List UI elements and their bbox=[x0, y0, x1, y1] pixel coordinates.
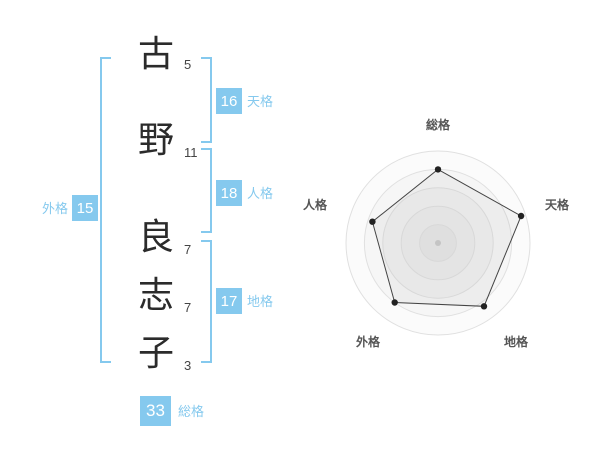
soukaku-value-badge: 33 bbox=[140, 396, 171, 426]
tenkaku-value-badge: 16 bbox=[216, 88, 242, 114]
radar-axis-label-chikaku: 地格 bbox=[504, 335, 529, 349]
jinkaku-bracket bbox=[201, 148, 212, 233]
jinkaku-value-badge: 18 bbox=[216, 180, 242, 206]
radar-axis-label-jinkaku: 人格 bbox=[303, 198, 328, 212]
gaikaku-label: 外格 bbox=[42, 201, 69, 216]
stroke-count: 11 bbox=[184, 145, 198, 160]
stroke-count: 5 bbox=[184, 57, 192, 72]
jinkaku-label: 人格 bbox=[247, 186, 274, 201]
chikaku-label: 地格 bbox=[247, 294, 274, 309]
radar-chart bbox=[345, 150, 531, 336]
gaikaku-bracket bbox=[100, 57, 111, 363]
soukaku-label: 総格 bbox=[178, 404, 205, 419]
name-char: 志 bbox=[137, 274, 174, 315]
stroke-count: 7 bbox=[184, 242, 192, 257]
tenkaku-label: 天格 bbox=[247, 94, 274, 109]
chikaku-value-badge: 17 bbox=[216, 288, 242, 314]
name-char: 良 bbox=[137, 216, 174, 257]
tenkaku-bracket bbox=[201, 57, 212, 143]
name-char: 野 bbox=[137, 119, 174, 160]
radar-axis-label-gaikaku: 外格 bbox=[356, 335, 381, 349]
stroke-count: 7 bbox=[184, 300, 192, 315]
radar-axis-label-tenkaku: 天格 bbox=[545, 198, 570, 212]
radar-axis-label-soukaku: 総格 bbox=[425, 118, 450, 132]
stroke-count: 3 bbox=[184, 358, 192, 373]
name-char: 古 bbox=[137, 33, 174, 74]
chikaku-bracket bbox=[201, 240, 212, 363]
gaikaku-value-badge: 15 bbox=[72, 195, 98, 221]
name-char: 子 bbox=[137, 332, 174, 373]
